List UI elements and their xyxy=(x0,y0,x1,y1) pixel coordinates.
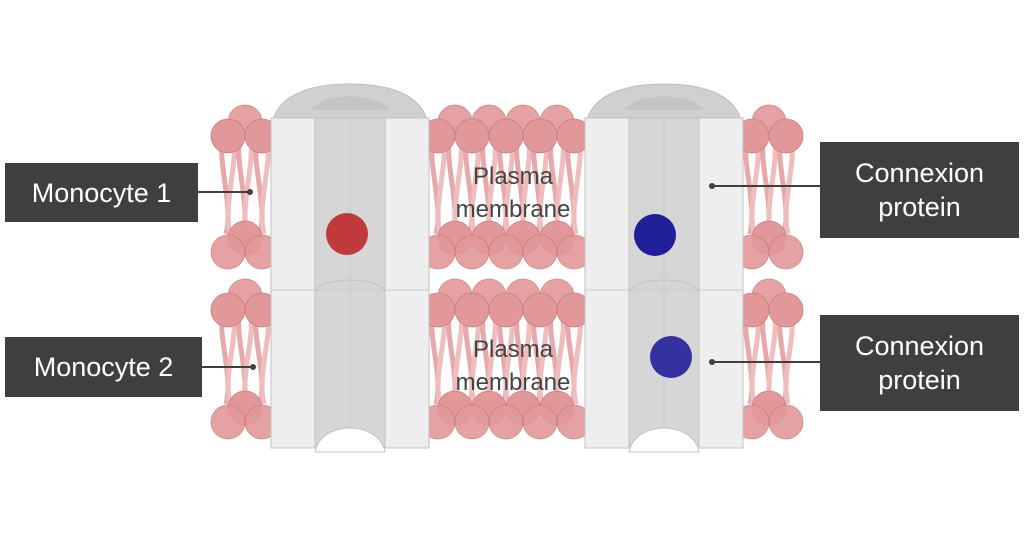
lipid-head xyxy=(768,234,804,270)
label-monocyte-1-text: Monocyte 1 xyxy=(31,177,172,208)
leader-lines xyxy=(198,183,820,370)
lipid-tail xyxy=(225,313,237,405)
lipid-tail xyxy=(259,313,271,405)
lipid-head xyxy=(488,404,524,440)
label-connexion-bottom: Connexion protein xyxy=(820,315,1019,411)
bilayer-monocyte-2 xyxy=(734,278,804,440)
lipid-head xyxy=(768,404,804,440)
label-connexion-top-line2: protein xyxy=(878,192,961,222)
lipid-tail xyxy=(242,139,254,235)
leader-dot xyxy=(709,183,715,189)
lipid-head xyxy=(768,118,804,154)
bilayer-monocyte-2 xyxy=(210,278,280,440)
lipid-head xyxy=(488,234,524,270)
membrane-text-lower-line2: membrane xyxy=(455,369,571,396)
lipid-head xyxy=(768,292,804,328)
label-connexion-bottom-line1: Connexion xyxy=(854,331,985,361)
lipid-head xyxy=(488,292,524,328)
lipid-head xyxy=(522,292,558,328)
lipid-head xyxy=(210,234,246,270)
blue-molecule-top xyxy=(634,214,676,256)
membrane-text-lower-line1: Plasma xyxy=(472,336,554,363)
lipid-head xyxy=(210,292,246,328)
lipid-tail xyxy=(225,139,237,235)
bilayer-monocyte-1 xyxy=(210,104,280,270)
connexon-channels xyxy=(270,83,744,453)
channel-cap-shade xyxy=(311,96,389,110)
channel-notch xyxy=(628,427,700,453)
lipid-head xyxy=(522,118,558,154)
lipid-head xyxy=(454,234,490,270)
label-monocyte-2-text: Monocyte 2 xyxy=(33,352,174,382)
channel-mid-curve xyxy=(314,279,386,293)
label-monocyte-1: Monocyte 1 xyxy=(5,163,198,222)
label-connexion-top: Connexion protein xyxy=(820,142,1019,238)
lipid-tail xyxy=(749,313,761,405)
label-monocyte-2: Monocyte 2 xyxy=(5,337,202,397)
lipid-tail xyxy=(783,313,795,405)
connexon-right xyxy=(584,83,744,453)
leader-dot xyxy=(709,359,715,365)
membrane-text-lower: Plasma membrane xyxy=(433,333,593,399)
molecules xyxy=(326,213,692,378)
red-molecule xyxy=(326,213,368,255)
label-connexion-bottom-line2: protein xyxy=(878,365,961,395)
connexon-left xyxy=(270,83,430,453)
lipid-tail xyxy=(766,313,778,405)
leader-dot xyxy=(247,189,253,195)
lipid-head xyxy=(454,118,490,154)
membrane-text-upper-line1: Plasma xyxy=(472,163,554,190)
lipid-head xyxy=(454,292,490,328)
membrane-text-upper-line2: membrane xyxy=(455,196,571,223)
label-connexion-top-line1: Connexion xyxy=(854,158,985,188)
channel-mid-curve xyxy=(628,279,700,293)
lipid-head xyxy=(454,404,490,440)
channel-notch xyxy=(314,427,386,453)
lipid-tail xyxy=(259,139,271,235)
channel-cap-shade xyxy=(625,96,703,110)
lipid-head xyxy=(210,118,246,154)
lipid-head xyxy=(488,118,524,154)
lipid-head xyxy=(522,404,558,440)
leader-dot xyxy=(250,364,256,370)
blue-molecule-bottom xyxy=(650,336,692,378)
lipid-tail xyxy=(242,313,254,405)
membrane-text-upper: Plasma membrane xyxy=(433,160,593,226)
lipid-head xyxy=(210,404,246,440)
lipid-head xyxy=(522,234,558,270)
